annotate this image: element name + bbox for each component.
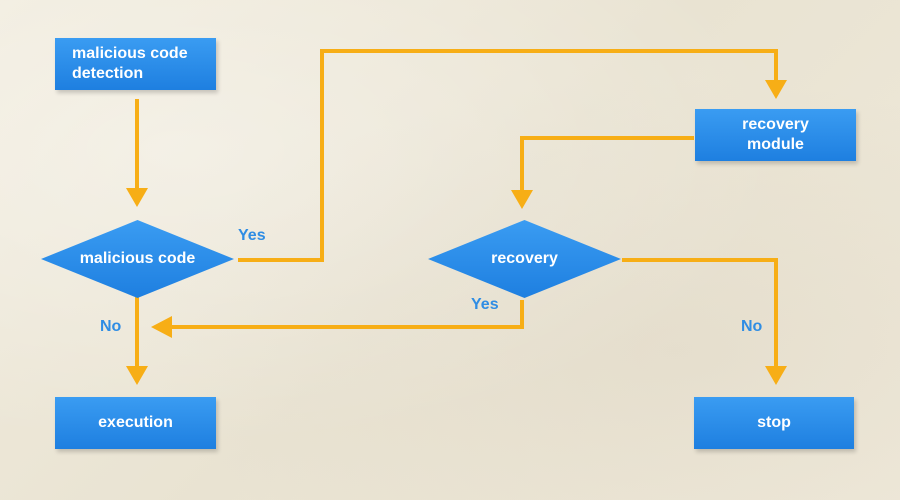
edge-label-recovery-no: No xyxy=(741,318,763,335)
connector-recovery-module-to-recovery xyxy=(520,136,694,190)
edge-label-malicious-no: No xyxy=(100,318,122,335)
node-stop: stop xyxy=(694,397,854,449)
arrowhead-execution xyxy=(126,366,148,385)
decision-recovery: recovery xyxy=(428,220,621,298)
decision-recovery-label: recovery xyxy=(491,250,558,267)
node-execution-label: execution xyxy=(98,414,173,431)
connector-recovery-no-to-stop xyxy=(622,258,778,366)
node-malicious-code-detection: malicious code detection xyxy=(55,38,216,90)
decision-malicious-code: malicious code xyxy=(41,220,234,298)
node-stop-label: stop xyxy=(757,414,791,431)
node-recovery-module-label: recovery module xyxy=(742,116,809,153)
edge-label-recovery-yes: Yes xyxy=(471,296,499,313)
node-malicious-code-detection-label: malicious code detection xyxy=(72,45,188,82)
arrowhead-decision xyxy=(126,188,148,207)
node-recovery-module: recovery module xyxy=(695,109,856,161)
edge-label-malicious-yes: Yes xyxy=(238,227,266,244)
arrowhead-recovery-module xyxy=(765,80,787,99)
arrowhead-execution-branch xyxy=(151,316,172,338)
arrowhead-recovery xyxy=(511,190,533,209)
decision-malicious-code-label: malicious code xyxy=(79,250,196,267)
node-execution: execution xyxy=(55,397,216,449)
arrowhead-stop xyxy=(765,366,787,385)
connector-recovery-yes-to-execution xyxy=(172,300,524,329)
decision-malicious-code-shape xyxy=(41,220,234,298)
decision-recovery-shape xyxy=(428,220,621,298)
